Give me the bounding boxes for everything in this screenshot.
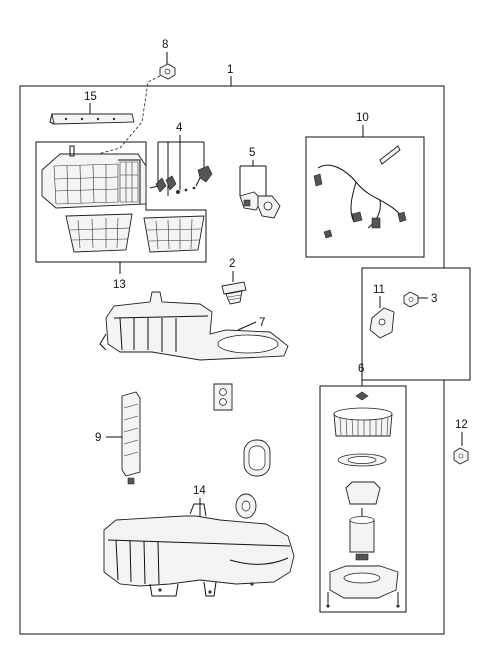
callout-9: 9 <box>95 432 101 444</box>
grommet-round <box>235 493 257 519</box>
part-14-lower-housing <box>103 503 295 597</box>
leader-5 <box>239 160 267 196</box>
callout-4: 4 <box>176 122 183 134</box>
part-15-bar <box>49 113 135 125</box>
callout-15: 15 <box>84 91 97 103</box>
part-5-actuator <box>239 191 281 219</box>
leader-7 <box>237 321 257 331</box>
part-10-harness <box>313 145 407 239</box>
grommet-oval <box>243 439 271 477</box>
part-13-filter-left <box>65 213 133 253</box>
part-2-sensor <box>221 281 247 305</box>
callout-6: 6 <box>358 363 364 375</box>
callout-1: 1 <box>227 64 233 76</box>
callout-8: 8 <box>162 39 168 51</box>
part-11-plate <box>369 307 395 339</box>
leader-4 <box>157 135 205 196</box>
part-6-box <box>319 385 407 613</box>
callout-14: 14 <box>193 485 206 497</box>
subassembly-frame-11 <box>362 267 471 381</box>
part-7-upper-housing <box>99 291 289 361</box>
part-9-door <box>121 391 141 485</box>
part-4-linkages <box>149 165 213 194</box>
callout-11: 11 <box>373 284 385 296</box>
callout-12: 12 <box>455 419 468 431</box>
callout-13: 13 <box>113 279 126 291</box>
part-13-filter-right <box>143 215 205 253</box>
part-12-nut <box>453 447 469 465</box>
part-13-box <box>35 141 207 263</box>
callout-2: 2 <box>229 258 235 270</box>
callout-3: 3 <box>431 293 437 305</box>
part-6-blower-parts <box>326 391 400 608</box>
callout-10: 10 <box>356 112 369 124</box>
part-8-nut <box>159 52 176 80</box>
part-10-box <box>305 136 425 258</box>
callout-5: 5 <box>249 147 255 159</box>
callout-7: 7 <box>259 317 265 329</box>
grommet-double <box>213 383 233 411</box>
part-13-filter-housing <box>41 145 147 209</box>
part-3-nut <box>403 291 428 308</box>
